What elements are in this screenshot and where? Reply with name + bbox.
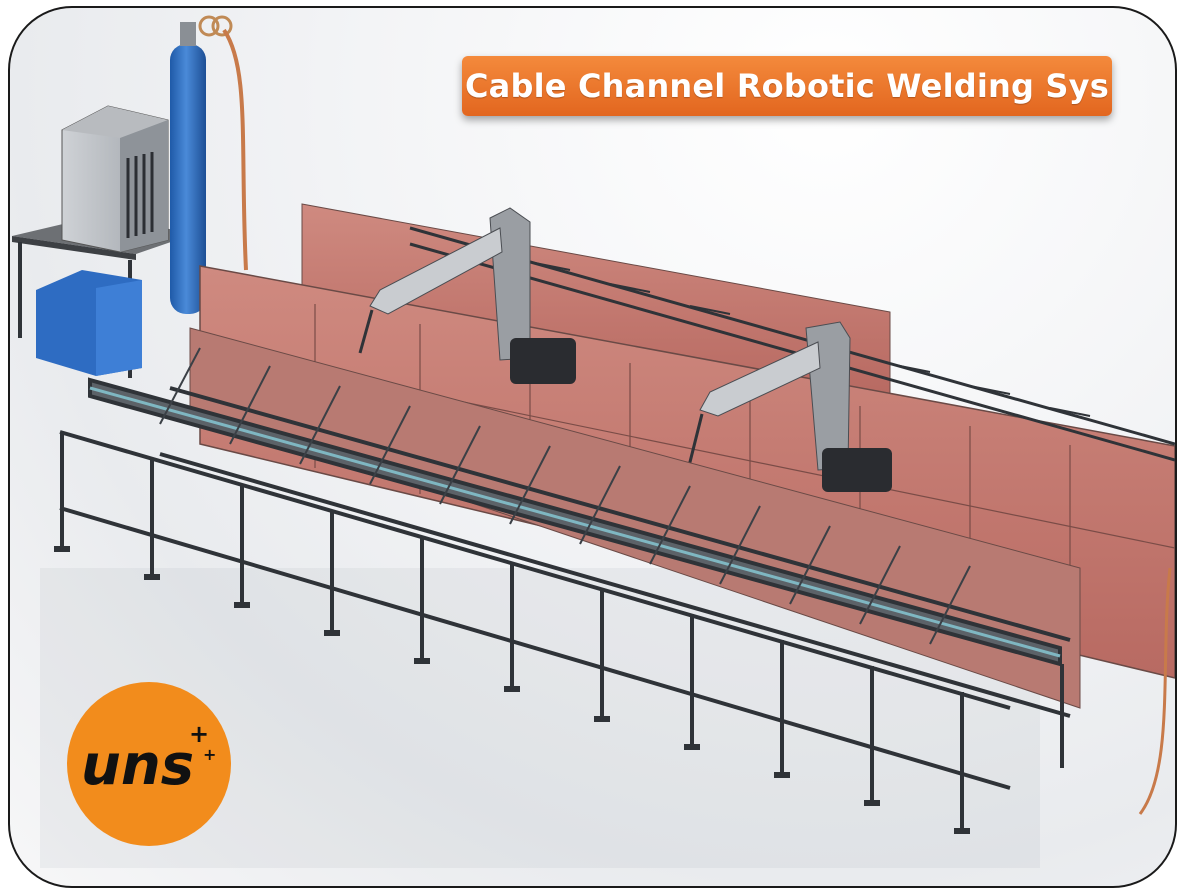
welding-robot-icon: [358, 207, 892, 492]
conveyor-frame-icon: [54, 347, 1071, 834]
logo-wordmark: uns: [81, 733, 194, 798]
gas-cylinder-icon: [170, 15, 248, 314]
page-title: Cable Channel Robotic Welding Sys: [464, 67, 1109, 105]
render-frame: Cable Channel Robotic Welding Sys uns + …: [8, 6, 1177, 888]
welding-system-illustration: [12, 15, 1175, 868]
welding-power-supply-icon: [12, 105, 200, 378]
rear-conveyor: [409, 226, 1175, 462]
welding-cable: [1138, 567, 1172, 815]
title-badge: Cable Channel Robotic Welding Sys: [462, 56, 1112, 116]
uns-logo: uns + +: [67, 682, 231, 846]
logo-plus-small: +: [203, 745, 216, 764]
logo-plus: +: [189, 720, 209, 748]
